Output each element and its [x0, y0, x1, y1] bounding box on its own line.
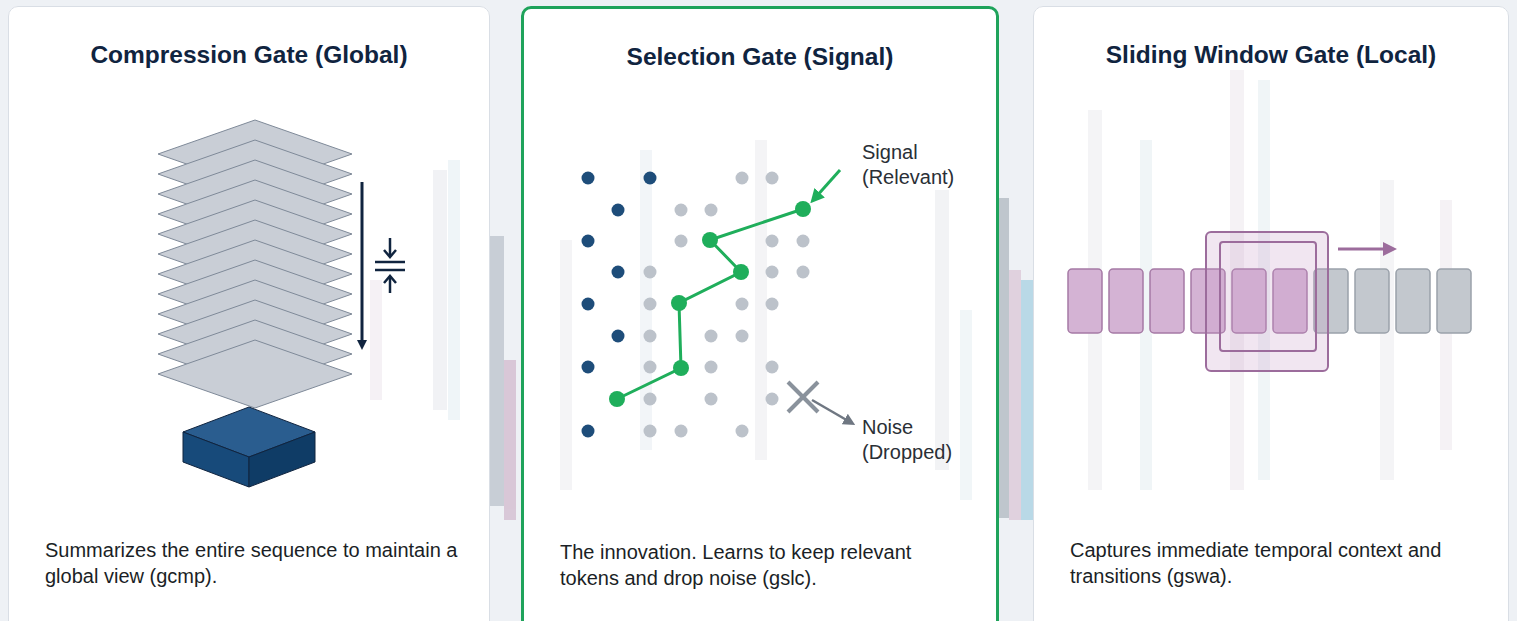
token-dot	[582, 172, 595, 185]
slide-arrow	[1338, 248, 1390, 251]
token-dot	[582, 425, 595, 438]
token-dot	[736, 298, 749, 311]
token-dot	[766, 361, 779, 374]
token-dot	[797, 266, 810, 279]
token-dot	[766, 172, 779, 185]
gate-panel: Compression Gate (Global) Summarizes the …	[8, 6, 490, 621]
token-dot	[766, 266, 779, 279]
token-dot	[705, 393, 718, 406]
noise-leader	[812, 400, 850, 422]
token-dot	[705, 330, 718, 343]
token-dot	[644, 172, 657, 185]
token-dot	[644, 361, 657, 374]
token-dot	[644, 298, 657, 311]
panel-heading: Sliding Window Gate (Local)	[1034, 41, 1508, 69]
token-dot	[797, 235, 810, 248]
token-box	[1150, 269, 1184, 333]
token-dot	[644, 330, 657, 343]
compressed-block	[183, 407, 315, 487]
window-frame	[1206, 232, 1328, 371]
token-box	[1068, 269, 1102, 333]
panel-ground	[8, 6, 490, 621]
gate-panel: Sliding Window Gate (Local) Captures imme…	[1033, 6, 1509, 621]
background-bars	[370, 70, 1452, 520]
panel-ground	[1033, 6, 1509, 621]
callout-label: Noise (Dropped)	[862, 415, 992, 465]
token-dot	[705, 204, 718, 217]
token-dot	[675, 235, 688, 248]
token-dot	[766, 393, 779, 406]
panel-description: Captures immediate temporal context and …	[1070, 537, 1478, 589]
token-dot	[766, 298, 779, 311]
token-box	[1355, 269, 1389, 333]
panel-heading: Selection Gate (Signal)	[524, 43, 996, 71]
token-dot	[582, 235, 595, 248]
token-dot	[705, 361, 718, 374]
token-dot	[766, 235, 779, 248]
token-dot	[675, 425, 688, 438]
panel-ground	[521, 6, 999, 621]
signal-leader	[815, 170, 840, 198]
signal-dots	[609, 201, 811, 407]
panel-description: The innovation. Learns to keep relevant …	[560, 539, 966, 591]
layer-stack	[158, 120, 352, 408]
panel-description: Summarizes the entire sequence to mainta…	[45, 537, 459, 589]
token-dot	[736, 425, 749, 438]
down-arrow	[361, 182, 364, 345]
token-dot	[644, 393, 657, 406]
token-dot	[582, 298, 595, 311]
token-dot	[612, 330, 625, 343]
token-dot	[675, 204, 688, 217]
token-dot	[582, 361, 595, 374]
token-dots	[582, 172, 810, 438]
callout-label: Signal (Relevant)	[862, 140, 992, 190]
compress-icon	[375, 238, 405, 293]
token-dot	[644, 425, 657, 438]
gate-panel: Selection Gate (Signal) The innovation. L…	[521, 6, 999, 621]
drop-cross	[788, 382, 818, 412]
signal-path	[617, 209, 803, 399]
window-inner	[1220, 242, 1316, 351]
panel-heading: Compression Gate (Global)	[9, 41, 489, 69]
token-dot	[612, 266, 625, 279]
token-dot	[612, 204, 625, 217]
token-dot	[736, 172, 749, 185]
token-box	[1396, 269, 1430, 333]
token-box	[1109, 269, 1143, 333]
token-dot	[736, 330, 749, 343]
token-dot	[644, 266, 657, 279]
token-box	[1437, 269, 1471, 333]
layer-plate	[158, 340, 352, 408]
